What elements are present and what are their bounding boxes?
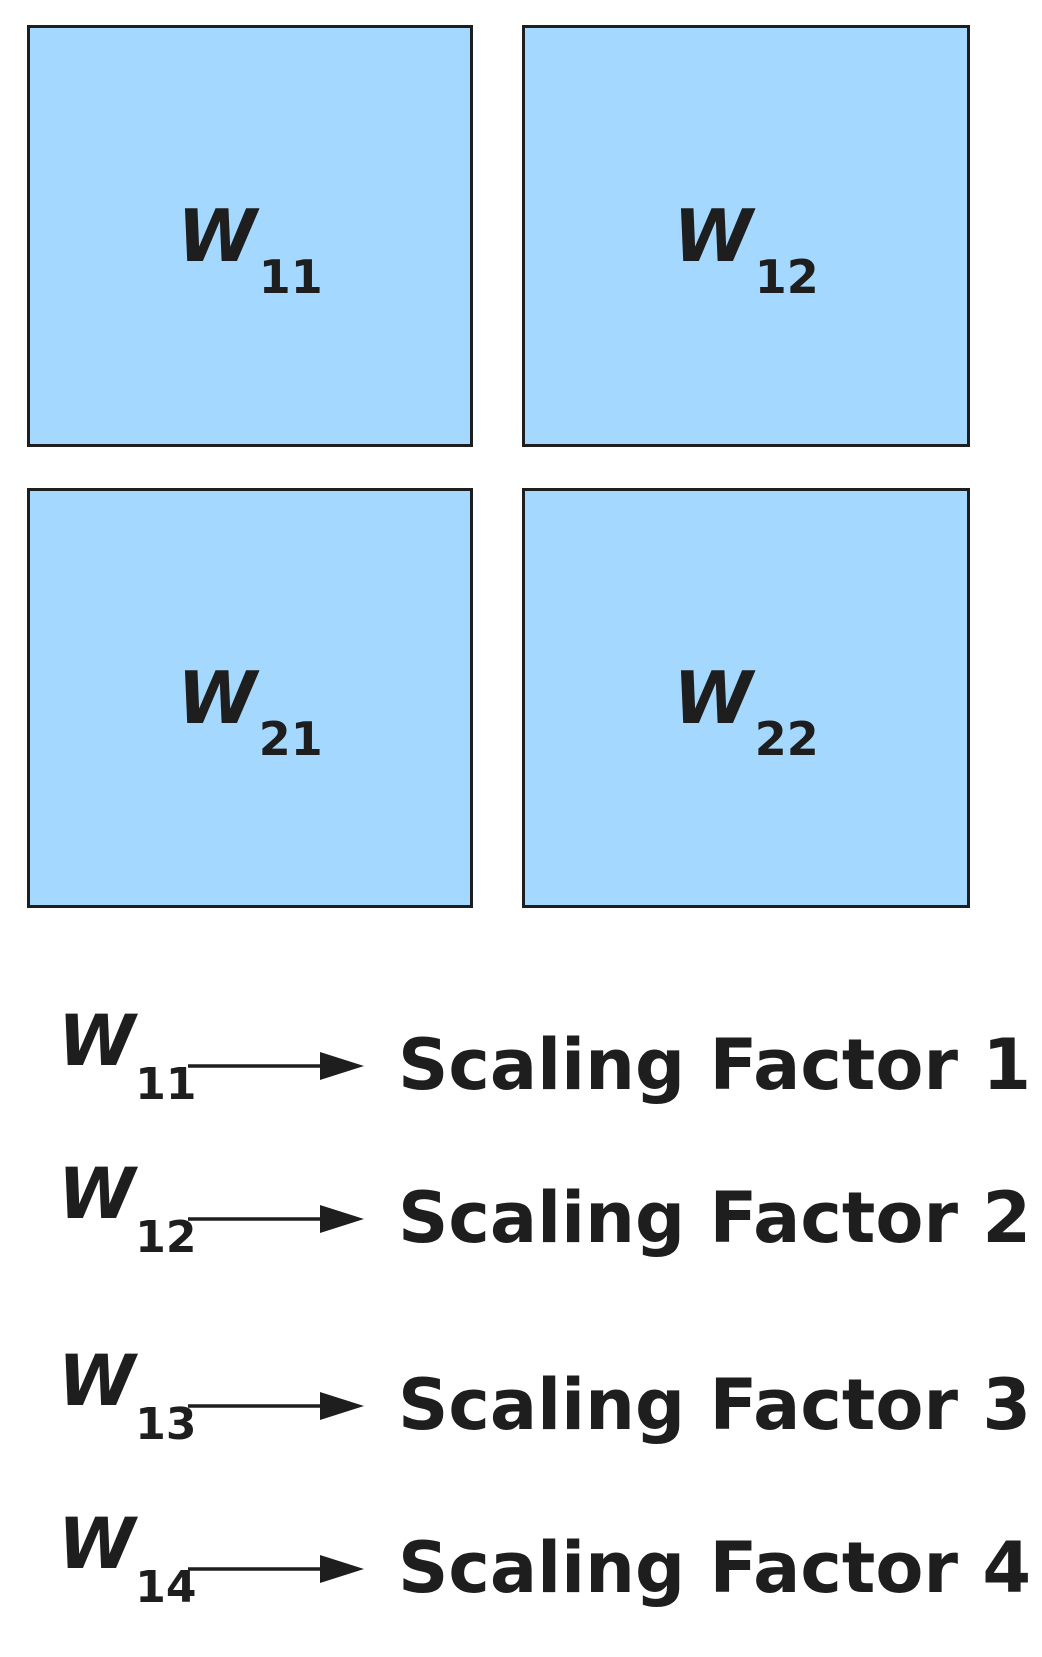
scaling-factor-label: Scaling Factor 3 <box>398 1364 1032 1446</box>
weight-symbol: W <box>177 656 256 740</box>
weight-block-w11: W11 <box>27 25 473 447</box>
weight-symbol: W <box>177 194 256 278</box>
weight-subscript: 13 <box>135 1399 197 1450</box>
scaling-factor-label: Scaling Factor 4 <box>398 1527 1032 1609</box>
weight-symbol: W <box>58 1153 135 1235</box>
weight-symbol: W <box>673 194 752 278</box>
legend-weight-label: W11 <box>58 1006 196 1107</box>
legend-row-w12: W12 Scaling Factor 2 <box>0 1153 1042 1283</box>
weight-block-w12: W12 <box>522 25 970 447</box>
block-label-w22: W22 <box>673 662 818 762</box>
legend-row-w13: W13 Scaling Factor 3 <box>0 1340 1042 1470</box>
right-arrow-icon <box>188 1555 364 1583</box>
weight-subscript: 21 <box>258 712 323 766</box>
weight-block-w22: W22 <box>522 488 970 908</box>
weight-subscript: 11 <box>135 1059 197 1110</box>
legend-weight-label: W13 <box>58 1346 196 1447</box>
weight-symbol: W <box>58 1000 135 1082</box>
weight-symbol: W <box>58 1503 135 1585</box>
weight-symbol: W <box>673 656 752 740</box>
weight-block-w21: W21 <box>27 488 473 908</box>
right-arrow-icon <box>188 1052 364 1080</box>
weight-symbol: W <box>58 1340 135 1422</box>
weight-subscript: 14 <box>135 1562 197 1613</box>
weight-subscript: 22 <box>754 712 819 766</box>
scaling-factor-label: Scaling Factor 2 <box>398 1177 1032 1259</box>
legend-row-w11: W11 Scaling Factor 1 <box>0 1000 1042 1130</box>
block-label-w11: W11 <box>177 200 322 300</box>
weight-subscript: 12 <box>754 250 819 304</box>
legend-weight-label: W14 <box>58 1509 196 1610</box>
right-arrow-icon <box>188 1392 364 1420</box>
legend-row-w14: W14 Scaling Factor 4 <box>0 1503 1042 1633</box>
scaling-factor-label: Scaling Factor 1 <box>398 1024 1032 1106</box>
weight-subscript: 11 <box>258 250 323 304</box>
right-arrow-icon <box>188 1205 364 1233</box>
legend-weight-label: W12 <box>58 1159 196 1260</box>
weight-subscript: 12 <box>135 1212 197 1263</box>
block-label-w21: W21 <box>177 662 322 762</box>
block-label-w12: W12 <box>673 200 818 300</box>
